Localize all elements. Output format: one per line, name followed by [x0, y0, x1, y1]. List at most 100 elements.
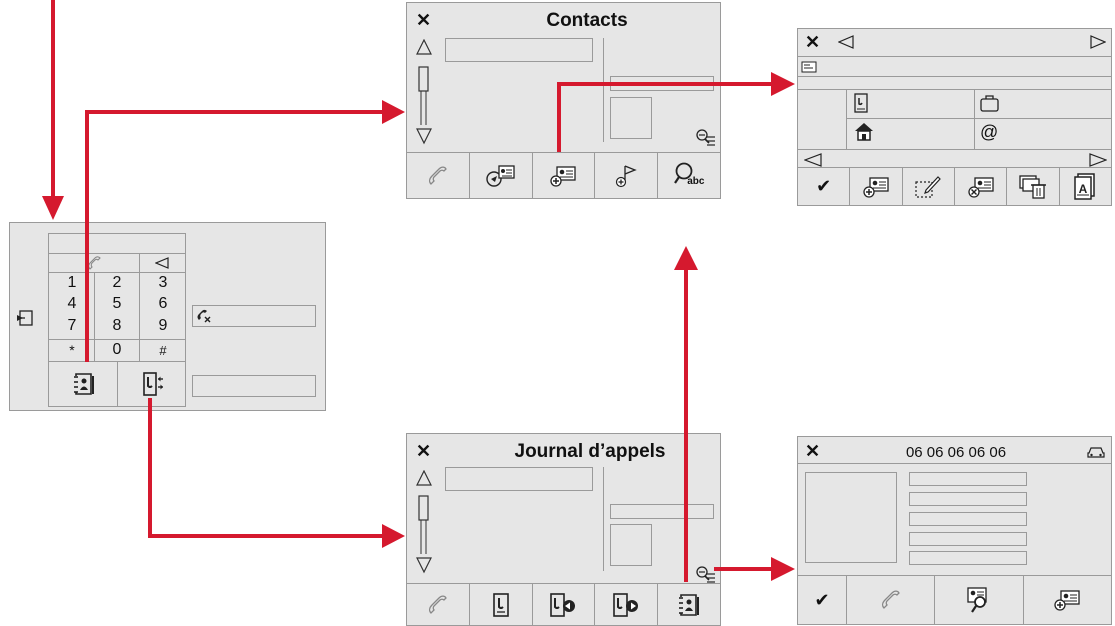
outgoing-calls-button[interactable]: [594, 584, 657, 625]
contacts-title: Contacts: [546, 10, 628, 31]
delete-contact-button[interactable]: [953, 168, 1006, 205]
contact-navigate-icon: [485, 164, 515, 187]
check-icon: ✔: [814, 589, 830, 610]
close-icon[interactable]: ✕: [416, 441, 432, 461]
close-icon[interactable]: ✕: [805, 441, 821, 461]
phone-number: 06 06 06 06 06: [905, 444, 1007, 461]
call-list-item[interactable]: [445, 467, 593, 491]
incoming-calls-button[interactable]: [531, 584, 595, 625]
key-6[interactable]: 6: [158, 295, 168, 312]
check-icon: ✔: [816, 176, 832, 196]
key-8[interactable]: 8: [112, 317, 122, 334]
delete-all-button[interactable]: [1006, 168, 1058, 205]
contacts-book-icon[interactable]: [72, 371, 96, 397]
previous-field-icon[interactable]: [804, 153, 822, 167]
detail-field: [909, 512, 1027, 526]
key-0[interactable]: 0: [112, 341, 122, 358]
arrow-keypad-to-journal: [148, 398, 385, 538]
flag-add-icon: [616, 164, 638, 187]
add-contact-button[interactable]: [531, 153, 595, 198]
call-button[interactable]: [407, 153, 469, 198]
exit-icon[interactable]: [16, 309, 34, 327]
confirm-button[interactable]: ✔: [798, 576, 846, 624]
detail-field: [610, 504, 714, 519]
key-9[interactable]: 9: [158, 317, 168, 334]
search-button[interactable]: abc: [657, 153, 720, 198]
edit-button[interactable]: [901, 168, 954, 205]
key-4[interactable]: 4: [67, 295, 77, 312]
previous-contact-icon[interactable]: [838, 35, 854, 49]
car-icon: [1087, 447, 1105, 458]
phone-icon: [428, 165, 447, 185]
arrow-head: [771, 557, 795, 581]
voicemail-icon: [197, 309, 211, 323]
briefcase-icon: [980, 95, 999, 112]
key-2[interactable]: 2: [112, 274, 122, 291]
arrow-head: [42, 196, 64, 220]
contacts-screen: ✕ Contacts abc: [406, 2, 721, 199]
filter-list-icon[interactable]: [696, 566, 716, 584]
confirm-button[interactable]: ✔: [798, 168, 849, 205]
contact-add-icon: [1054, 590, 1080, 611]
detail-field: [909, 551, 1027, 565]
phone-icon: [428, 594, 447, 614]
divider: [603, 38, 604, 142]
call-button[interactable]: [407, 584, 469, 625]
add-contact-button[interactable]: [1022, 576, 1111, 624]
contact-photo: [610, 97, 652, 139]
caller-photo: [610, 524, 652, 566]
call-log-icon[interactable]: [141, 371, 165, 397]
search-abc-label: abc: [687, 176, 705, 187]
search-icon: [674, 162, 693, 184]
caller-photo: [805, 472, 897, 563]
filter-list-icon[interactable]: [696, 129, 716, 147]
phone-icon: [881, 590, 900, 609]
key-hash[interactable]: #: [159, 343, 167, 358]
key-3[interactable]: 3: [158, 274, 168, 291]
all-calls-button[interactable]: [468, 584, 532, 625]
contact-list-item[interactable]: [445, 38, 593, 62]
close-icon[interactable]: ✕: [805, 32, 821, 52]
contact-navigate-button[interactable]: [468, 153, 532, 198]
delete-all-icon: [1019, 174, 1046, 199]
card-icon: [801, 61, 817, 73]
search-contact-button[interactable]: [934, 576, 1022, 624]
contact-add-icon: [863, 176, 889, 198]
at-icon: @: [980, 122, 999, 142]
card-a-icon: A: [1074, 172, 1096, 200]
edit-icon: [915, 175, 942, 198]
add-flag-button[interactable]: [594, 153, 657, 198]
contact-search-icon: [967, 587, 987, 613]
detail-field: [909, 492, 1027, 506]
card-a-button[interactable]: A: [1058, 168, 1111, 205]
detail-field: [909, 472, 1027, 486]
call-log-title: Journal d’appels: [514, 441, 666, 462]
key-star[interactable]: *: [69, 342, 75, 358]
contact-card-screen: ✕ @ ✔ A: [797, 28, 1112, 206]
scrollbar[interactable]: [415, 470, 433, 580]
next-contact-icon[interactable]: [1090, 35, 1106, 49]
contacts-book-icon: [679, 593, 700, 616]
key-1[interactable]: 1: [67, 274, 77, 291]
key-5[interactable]: 5: [112, 295, 122, 312]
incoming-call-icon: [550, 592, 576, 617]
arrow-head: [674, 246, 698, 270]
call-button[interactable]: [846, 576, 934, 624]
arrow-head: [382, 524, 405, 548]
mobile-phone-icon: [492, 592, 509, 617]
mobile-phone-icon: [854, 93, 868, 113]
call-detail-screen: ✕ 06 06 06 06 06 ✔: [797, 436, 1112, 625]
arrow-head: [382, 100, 405, 124]
contacts-button[interactable]: [657, 584, 720, 625]
phone-keypad-screen: 1 2 3 4 5 6 7 8 9 * 0 #: [9, 222, 326, 411]
close-icon[interactable]: ✕: [416, 10, 432, 30]
number-display-field[interactable]: [192, 375, 316, 397]
svg-text:A: A: [1079, 182, 1088, 196]
scrollbar[interactable]: [415, 39, 433, 149]
arrow-head: [771, 72, 795, 96]
next-field-icon[interactable]: [1089, 153, 1107, 167]
add-contact-button[interactable]: [849, 168, 901, 205]
backspace-icon[interactable]: [155, 257, 169, 269]
home-icon: [855, 123, 873, 141]
key-7[interactable]: 7: [67, 317, 77, 334]
